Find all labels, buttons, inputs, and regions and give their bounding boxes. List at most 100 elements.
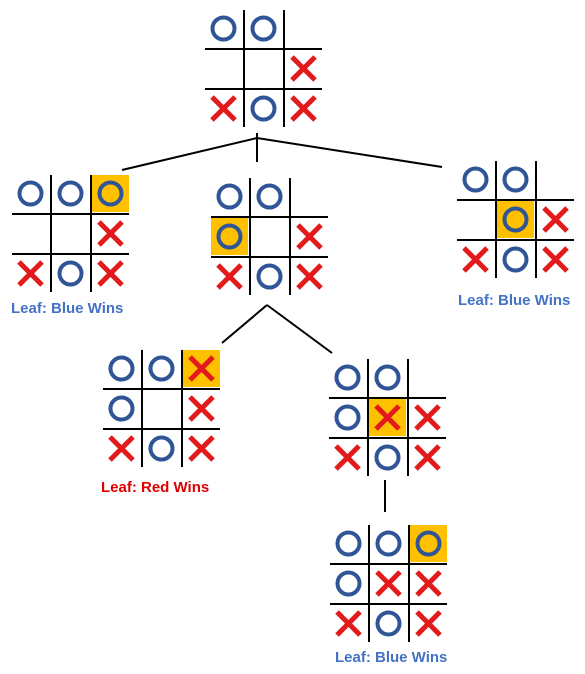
board-great-grandchild — [330, 525, 447, 642]
cell-0 — [330, 525, 367, 562]
blue-circle-icon — [148, 435, 175, 462]
board-grandchild-right — [329, 359, 446, 476]
blue-circle-icon — [374, 364, 401, 391]
blue-circle-icon — [17, 180, 44, 207]
cell-8 — [92, 255, 129, 292]
grid-line-vertical — [50, 175, 52, 292]
cell-5 — [92, 215, 129, 252]
cell-5 — [537, 201, 574, 238]
cell-3 — [329, 399, 366, 436]
cell-7 — [497, 241, 534, 278]
cell-2-highlighted — [410, 525, 447, 562]
red-cross-icon — [188, 355, 215, 382]
blue-circle-icon — [335, 570, 362, 597]
cell-8 — [183, 430, 220, 467]
cell-0 — [211, 178, 248, 215]
cell-5 — [183, 390, 220, 427]
cell-3 — [330, 565, 367, 602]
blue-circle-icon — [256, 183, 283, 210]
label-grandchild-left: Leaf: Red Wins — [101, 479, 210, 496]
red-cross-icon — [296, 223, 323, 250]
blue-circle-icon — [462, 166, 489, 193]
grid-line-horizontal — [211, 256, 328, 258]
cell-5 — [285, 50, 322, 87]
cell-7 — [369, 439, 406, 476]
cell-0 — [205, 10, 242, 47]
blue-circle-icon — [57, 260, 84, 287]
blue-circle-icon — [210, 15, 237, 42]
cell-0 — [103, 350, 140, 387]
board-grandchild-left — [103, 350, 220, 467]
cell-7 — [52, 255, 89, 292]
red-cross-icon — [414, 404, 441, 431]
red-cross-icon — [374, 404, 401, 431]
grid-line-vertical — [407, 359, 409, 476]
blue-circle-icon — [108, 395, 135, 422]
grid-line-horizontal — [205, 48, 322, 50]
cell-8 — [410, 605, 447, 642]
board-child-right — [457, 161, 574, 278]
grid-line-vertical — [283, 10, 285, 127]
cell-1 — [52, 175, 89, 212]
red-cross-icon — [188, 395, 215, 422]
cell-7 — [370, 605, 407, 642]
board-root — [205, 10, 322, 127]
blue-circle-icon — [415, 530, 442, 557]
blue-circle-icon — [250, 95, 277, 122]
grid-line-vertical — [495, 161, 497, 278]
cell-6 — [12, 255, 49, 292]
cell-1 — [497, 161, 534, 198]
blue-circle-icon — [250, 15, 277, 42]
cell-2-highlighted — [92, 175, 129, 212]
cell-1 — [245, 10, 282, 47]
cell-7 — [143, 430, 180, 467]
blue-circle-icon — [375, 610, 402, 637]
cell-1 — [143, 350, 180, 387]
cell-3 — [457, 201, 494, 238]
grid-line-horizontal — [329, 397, 446, 399]
cell-8 — [291, 258, 328, 295]
cell-2 — [537, 161, 574, 198]
cell-6 — [329, 439, 366, 476]
edge-root-to-right — [256, 137, 443, 168]
grid-line-horizontal — [205, 88, 322, 90]
blue-circle-icon — [374, 444, 401, 471]
cell-3 — [205, 50, 242, 87]
blue-circle-icon — [334, 404, 361, 431]
board-child-middle — [211, 178, 328, 295]
cell-4 — [245, 50, 282, 87]
blue-circle-icon — [502, 206, 529, 233]
cell-4 — [52, 215, 89, 252]
cell-1 — [251, 178, 288, 215]
cell-4-highlighted — [369, 399, 406, 436]
label-child-left: Leaf: Blue Wins — [11, 300, 124, 317]
grid-line-horizontal — [457, 239, 574, 241]
edge-middle-to-gleft — [221, 304, 268, 344]
red-cross-icon — [97, 220, 124, 247]
grid-line-horizontal — [457, 199, 574, 201]
red-cross-icon — [290, 55, 317, 82]
cell-3-highlighted — [211, 218, 248, 255]
red-cross-icon — [210, 95, 237, 122]
blue-circle-icon — [148, 355, 175, 382]
grid-line-vertical — [408, 525, 410, 642]
red-cross-icon — [375, 570, 402, 597]
red-cross-icon — [188, 435, 215, 462]
red-cross-icon — [17, 260, 44, 287]
board-child-left — [12, 175, 129, 292]
cell-6 — [457, 241, 494, 278]
cell-1 — [369, 359, 406, 396]
red-cross-icon — [542, 246, 569, 273]
cell-6 — [330, 605, 367, 642]
label-child-right: Leaf: Blue Wins — [458, 292, 571, 309]
cell-4-highlighted — [497, 201, 534, 238]
cell-5 — [410, 565, 447, 602]
label-great-grandchild: Leaf: Blue Wins — [335, 649, 448, 666]
cell-8 — [537, 241, 574, 278]
blue-circle-icon — [502, 246, 529, 273]
red-cross-icon — [290, 95, 317, 122]
red-cross-icon — [415, 570, 442, 597]
cell-8 — [409, 439, 446, 476]
